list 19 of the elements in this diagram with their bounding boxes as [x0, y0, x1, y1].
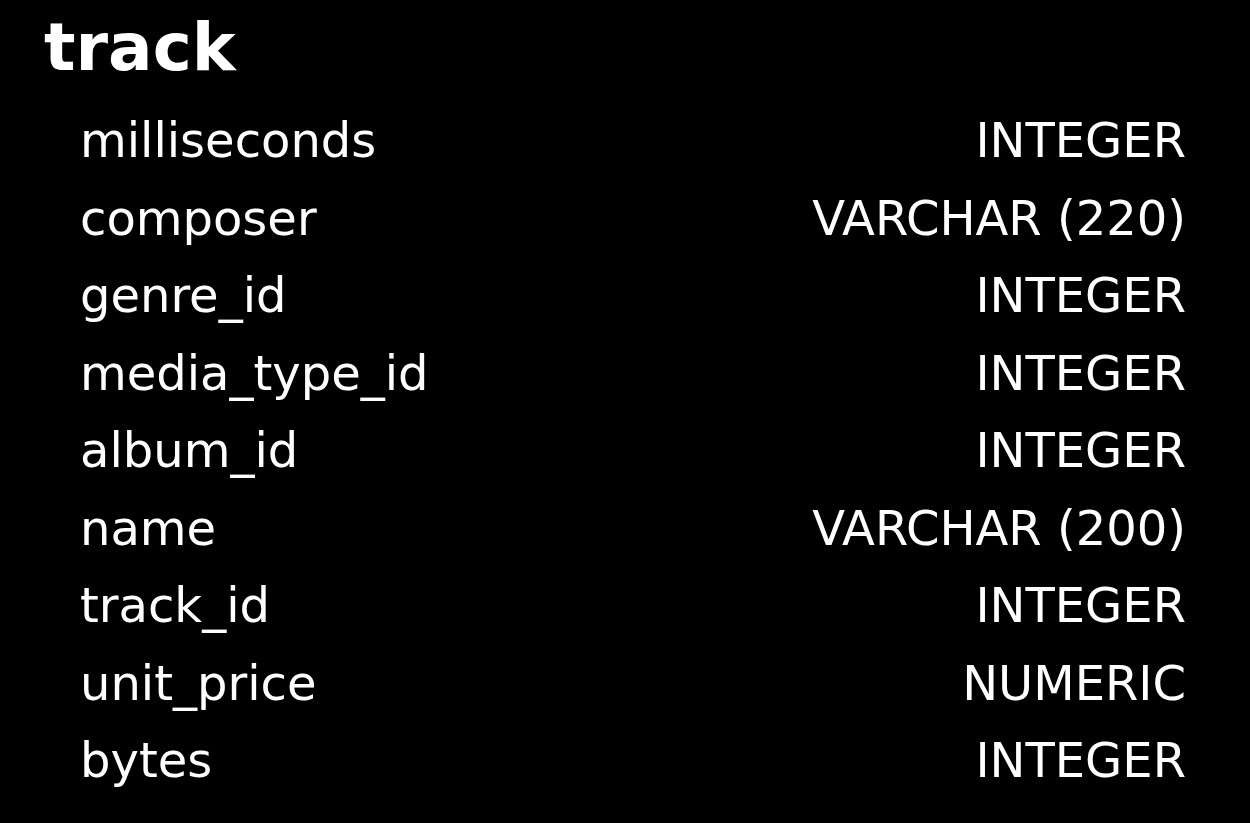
- column-type: VARCHAR (220): [812, 188, 1186, 248]
- column-type: VARCHAR (200): [812, 498, 1186, 558]
- column-type: INTEGER: [975, 731, 1186, 790]
- column-type: INTEGER: [975, 111, 1186, 170]
- column-type: NUMERIC: [962, 653, 1186, 713]
- column-name: genre_id: [80, 266, 287, 325]
- column-type: INTEGER: [975, 266, 1186, 325]
- table-name: track: [44, 8, 236, 88]
- column-name: media_type_id: [80, 343, 429, 403]
- column-name: milliseconds: [80, 111, 377, 170]
- column-name: unit_price: [80, 653, 317, 713]
- column-type: INTEGER: [975, 576, 1186, 635]
- column-type: INTEGER: [975, 343, 1186, 403]
- column-type: INTEGER: [975, 421, 1186, 480]
- column-name: track_id: [80, 576, 270, 635]
- column-name: bytes: [80, 731, 213, 790]
- column-name: composer: [80, 188, 317, 248]
- column-name: album_id: [80, 421, 299, 480]
- column-name: name: [80, 498, 217, 558]
